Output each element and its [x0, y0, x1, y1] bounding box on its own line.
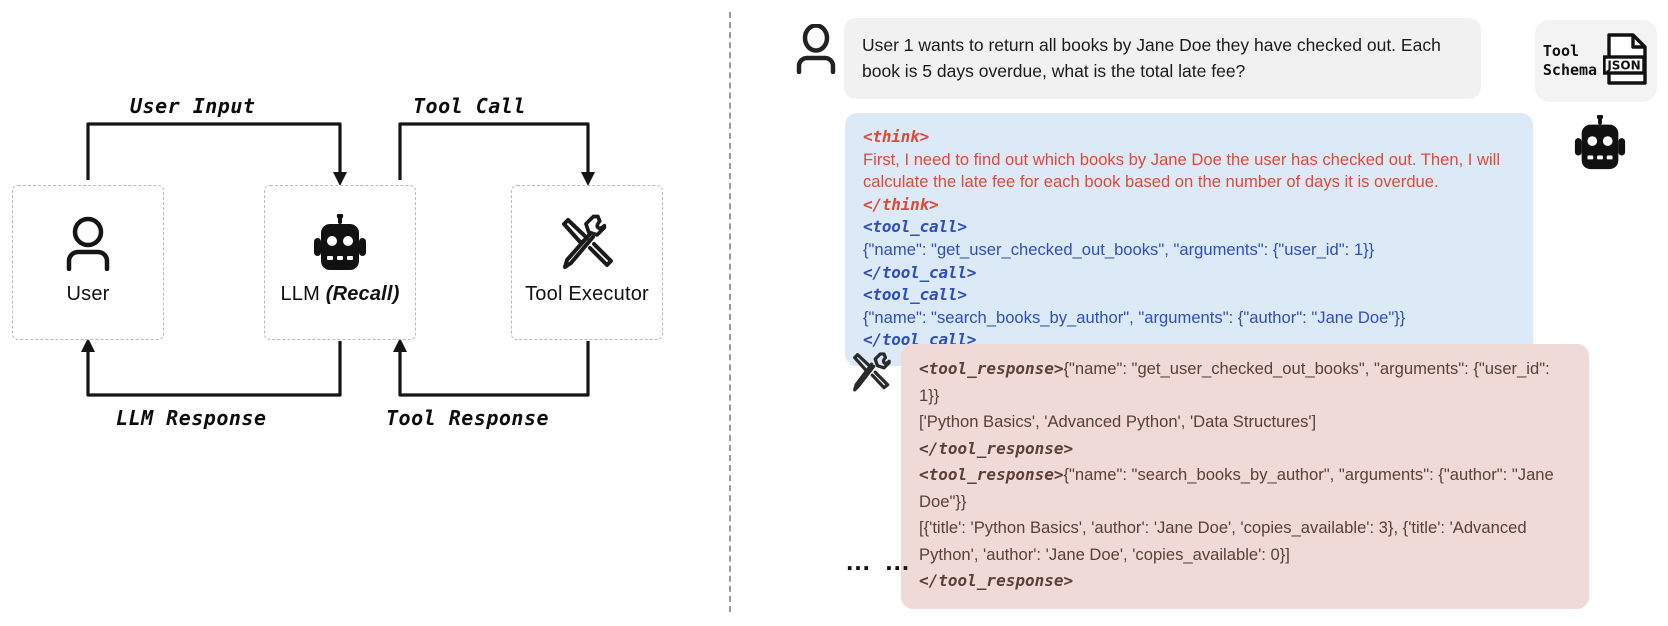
- diagram-node-label-tool-executor: Tool Executor: [525, 283, 649, 305]
- think-open-tag: <think>: [863, 127, 930, 146]
- panel-divider: [729, 12, 731, 612]
- edge-label-tool-call: Tool Call: [413, 94, 526, 118]
- tool-response-2-open-tag: <tool_response>: [919, 465, 1064, 484]
- diagram-node-user: User: [12, 185, 164, 340]
- tool-call-2-open-tag: <tool_call>: [863, 285, 967, 305]
- tool-response-1-body: ['Python Basics', 'Advanced Python', 'Da…: [919, 412, 1317, 431]
- user-message-bubble: User 1 wants to return all books by Jane…: [844, 18, 1481, 99]
- tool-schema-line-2: Schema: [1542, 61, 1598, 79]
- diagram-node-tool-executor: Tool Executor: [511, 185, 663, 340]
- edge-label-tool-response: Tool Response: [386, 406, 550, 430]
- tools-icon: [557, 212, 617, 274]
- user-message-row: User 1 wants to return all books by Jane…: [788, 18, 1668, 102]
- architecture-diagram-panel: User Input Tool Call LLM Response Tool R…: [0, 0, 730, 626]
- user-message-text: User 1 wants to return all books by Jane…: [862, 35, 1441, 81]
- tool-response-2-line: <tool_response>{"name": "search_books_by…: [919, 462, 1571, 515]
- think-body-text: First, I need to find out which books by…: [863, 149, 1501, 192]
- robot-icon: [309, 212, 371, 274]
- assistant-message-row: <think> First, I need to find out which …: [845, 113, 1668, 366]
- tool-response-2-head: {"name": "search_books_by_author", "argu…: [919, 465, 1554, 511]
- conversation-panel: User 1 wants to return all books by Jane…: [760, 0, 1668, 626]
- json-file-icon: JSON: [1602, 32, 1649, 90]
- tool-response-1-close-tag: </tool_response>: [919, 438, 1074, 458]
- conversation-continuation: … …: [845, 546, 914, 576]
- diagram-edges: [81, 122, 595, 397]
- diagram-node-label-llm: LLM (Recall): [280, 283, 400, 305]
- tool-message-bubble: <tool_response>{"name": "get_user_checke…: [901, 344, 1589, 609]
- diagram-node-label-user: User: [66, 283, 110, 305]
- edge-label-user-input: User Input: [130, 94, 256, 118]
- diagram-node-llm: LLM (Recall): [264, 185, 416, 340]
- tool-response-1-line: <tool_response>{"name": "get_user_checke…: [919, 356, 1571, 409]
- assistant-message-bubble: <think> First, I need to find out which …: [845, 113, 1533, 366]
- think-close-tag: </think>: [863, 194, 939, 214]
- tool-schema-line-1: Tool: [1542, 42, 1580, 60]
- edge-label-llm-response: LLM Response: [116, 406, 267, 430]
- tool-avatar: [845, 344, 901, 396]
- tool-schema-label: Tool Schema: [1543, 42, 1597, 80]
- user-avatar: [788, 18, 844, 74]
- assistant-avatar: [1570, 113, 1630, 176]
- tool-response-1-open-tag: <tool_response>: [919, 359, 1064, 378]
- tool-schema-card[interactable]: Tool Schema JSON: [1535, 20, 1657, 102]
- tool-call-2-body: {"name": "search_books_by_author", "argu…: [863, 307, 1406, 327]
- tool-response-2-close-tag: </tool_response>: [919, 571, 1074, 590]
- tool-call-1-open-tag: <tool_call>: [863, 217, 967, 237]
- tool-message-row: <tool_response>{"name": "get_user_checke…: [845, 344, 1668, 609]
- tool-call-1-body: {"name": "get_user_checked_out_books", "…: [863, 239, 1375, 259]
- svg-text:JSON: JSON: [1606, 58, 1640, 72]
- tool-call-1-close-tag: </tool_call>: [863, 262, 977, 282]
- tool-response-2-body: [{'title': 'Python Basics', 'author': 'J…: [919, 518, 1527, 564]
- tool-response-1-head: {"name": "get_user_checked_out_books", "…: [919, 359, 1550, 405]
- person-icon: [62, 212, 114, 274]
